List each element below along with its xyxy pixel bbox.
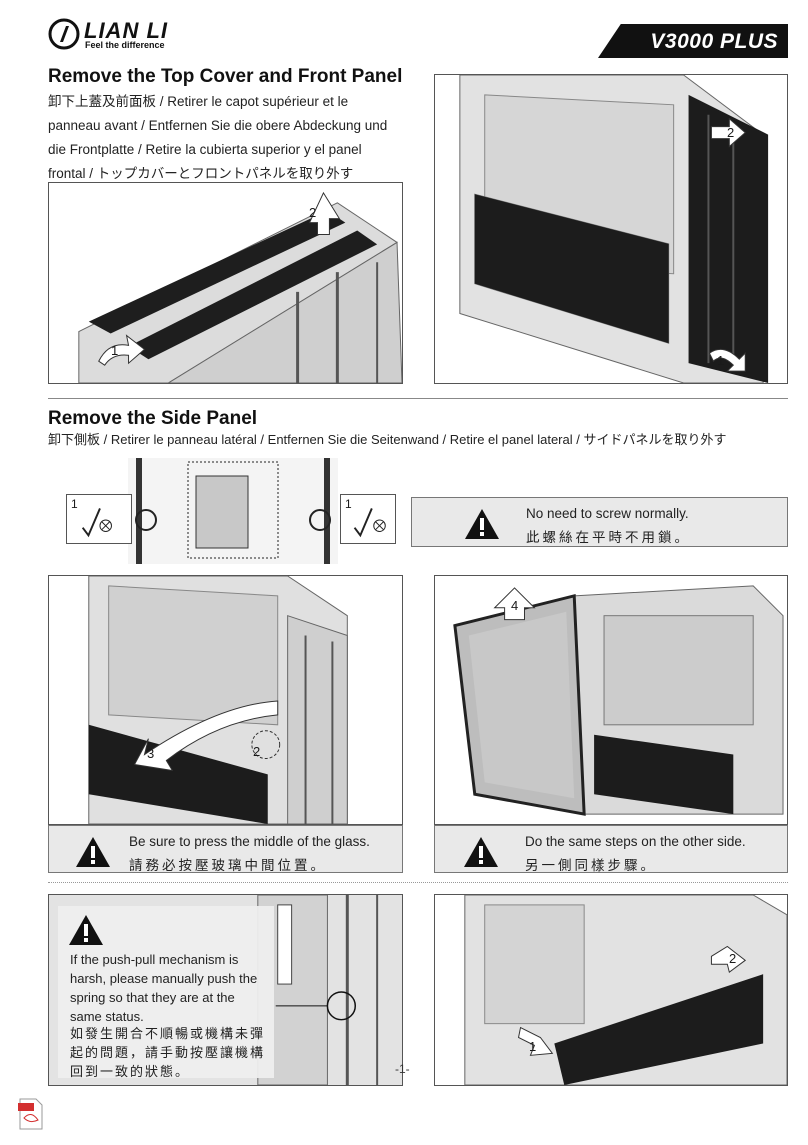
brand-name: LIAN LI <box>84 18 168 43</box>
arrow-icon <box>133 700 279 772</box>
arrow-icon <box>710 945 747 974</box>
model-name: V3000 PLUS <box>650 30 778 53</box>
callout-push-pull: If the push-pull mechanism is harsh, ple… <box>58 906 274 1079</box>
notice-text-en: Be sure to press the middle of the glass… <box>129 834 370 849</box>
figure-front-bottom: 2 1 <box>434 894 788 1086</box>
warning-icon <box>465 509 499 539</box>
arrow-icon <box>708 348 746 372</box>
step-number: 2 <box>309 205 317 220</box>
step-number: 1 <box>345 497 352 511</box>
step-number: 1 <box>71 497 78 511</box>
section-desc-top-cover: 卸下上蓋及前面板 / Retirer le capot supérieur et… <box>48 90 387 186</box>
lian-li-logo-icon <box>48 18 80 50</box>
section-divider <box>48 882 788 883</box>
step-number: 1 <box>111 343 119 358</box>
notice-text-zh: 另一側同樣步驟。 <box>525 858 657 873</box>
figure-screw-detail <box>128 458 338 564</box>
notice-no-screw: No need to screw normally. 此螺絲在平時不用鎖。 <box>411 497 788 547</box>
callout-text-en: If the push-pull mechanism is harsh, ple… <box>70 952 258 1024</box>
arrow-icon <box>517 1026 554 1056</box>
arrow-icon <box>98 334 146 366</box>
figure-side-panel-press: 3 2 <box>48 575 403 825</box>
section-desc-side-panel: 卸下側板 / Retirer le panneau latéral / Entf… <box>48 432 727 447</box>
step-number: 1 <box>717 353 725 368</box>
arrow-icon <box>493 587 536 621</box>
notice-text-zh: 請務必按壓玻璃中間位置。 <box>129 858 327 873</box>
desc-line: frontal / トップカバーとフロントパネルを取り外す <box>48 166 354 181</box>
warning-icon <box>69 915 103 945</box>
screw-callout-left: 1 <box>66 494 132 544</box>
warning-icon <box>76 837 110 867</box>
screw-icon <box>353 508 386 538</box>
callout-text-zh: 如發生開合不順暢或機構未彈起的問題，請手動按壓讓機構回到一致的狀態。 <box>70 1026 266 1079</box>
page-number: -1- <box>395 1062 410 1076</box>
desc-line: panneau avant / Entfernen Sie die obere … <box>48 118 388 133</box>
notice-press-glass: Be sure to press the middle of the glass… <box>48 825 403 873</box>
step-number: 1 <box>529 1039 537 1054</box>
notice-text-zh: 此螺絲在平時不用鎖。 <box>526 530 691 545</box>
step-number: 2 <box>253 744 261 759</box>
arrow-icon <box>710 117 746 148</box>
brand-logo: LIAN LI Feel the difference <box>48 18 198 54</box>
model-badge <box>598 24 788 58</box>
step-number: 4 <box>511 598 519 613</box>
notice-text-en: No need to screw normally. <box>526 506 689 521</box>
section-divider <box>48 398 788 399</box>
section-title-top-cover: Remove the Top Cover and Front Panel <box>48 66 403 87</box>
figure-side-panel-open: 4 <box>434 575 788 825</box>
section-title-side-panel: Remove the Side Panel <box>48 408 258 429</box>
notice-other-side: Do the same steps on the other side. 另一側… <box>434 825 788 873</box>
notice-text-en: Do the same steps on the other side. <box>525 834 746 849</box>
screw-icon <box>81 508 112 538</box>
arrow-icon <box>308 191 341 235</box>
step-number: 2 <box>729 951 737 966</box>
step-number: 2 <box>727 125 735 140</box>
figure-top-cover: 2 1 <box>48 182 403 384</box>
desc-line: 卸下上蓋及前面板 / Retirer le capot supérieur et… <box>48 94 349 109</box>
screw-callout-right: 1 <box>340 494 396 544</box>
warning-icon <box>464 837 498 867</box>
desc-line: die Frontplatte / Retire la cubierta sup… <box>48 142 362 157</box>
pdf-icon <box>18 1098 43 1130</box>
figure-front-panel: 2 1 <box>434 74 788 384</box>
brand-tagline: Feel the difference <box>85 40 165 50</box>
step-number: 3 <box>147 746 155 761</box>
